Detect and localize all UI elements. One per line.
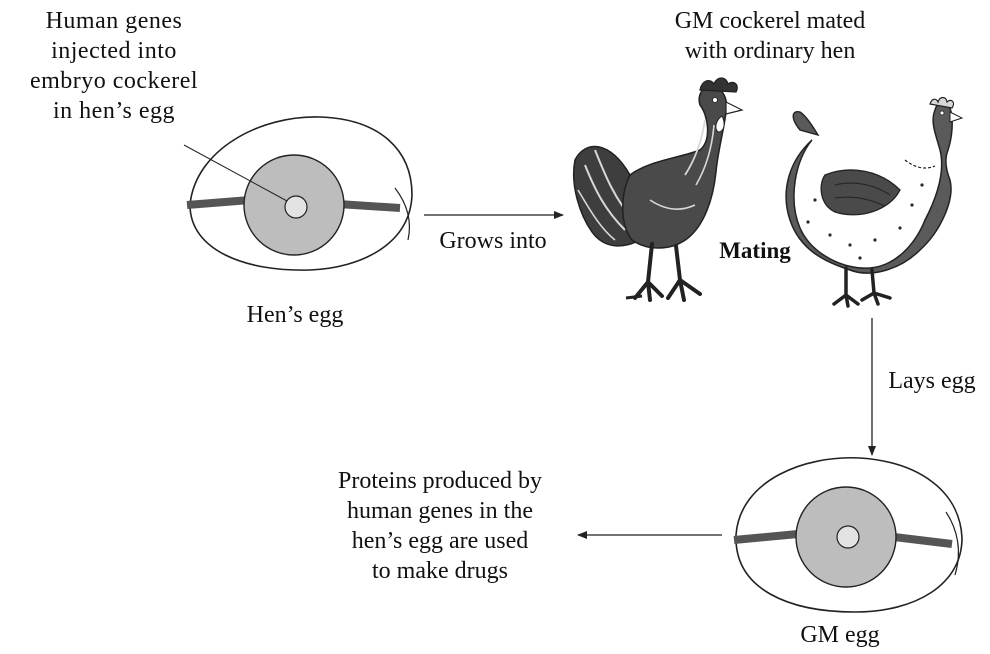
human-genes-line-3: embryo cockerel [0,66,228,96]
gm-embryo-dot [837,526,859,548]
proteins-line-1: Proteins produced by [290,466,590,496]
proteins-line-4: to make drugs [290,556,590,586]
gm-cockerel-label: GM cockerel mated with ordinary hen [620,6,920,66]
gm-cockerel-illustration [574,78,742,300]
human-genes-line-1: Human genes [0,6,228,36]
embryo-dot [285,196,307,218]
gm-cockerel-line-2: with ordinary hen [620,36,920,66]
ordinary-hen-illustration [786,98,962,307]
hens-egg-illustration [187,117,412,270]
proteins-line-2: human genes in the [290,496,590,526]
mating-label: Mating [700,236,810,266]
gm-cockerel-line-1: GM cockerel mated [620,6,920,36]
gm-egg-illustration [734,458,962,612]
gm-egg-label: GM egg [770,620,910,650]
human-genes-line-4: in hen’s egg [0,96,228,126]
grows-into-label: Grows into [418,226,568,256]
human-genes-line-2: injected into [0,36,228,66]
proteins-line-3: hen’s egg are used [290,526,590,556]
lays-egg-label: Lays egg [876,366,988,396]
proteins-label: Proteins produced by human genes in the … [290,466,590,586]
human-genes-label: Human genes injected into embryo cockere… [0,6,228,126]
hens-egg-label: Hen’s egg [210,300,380,330]
